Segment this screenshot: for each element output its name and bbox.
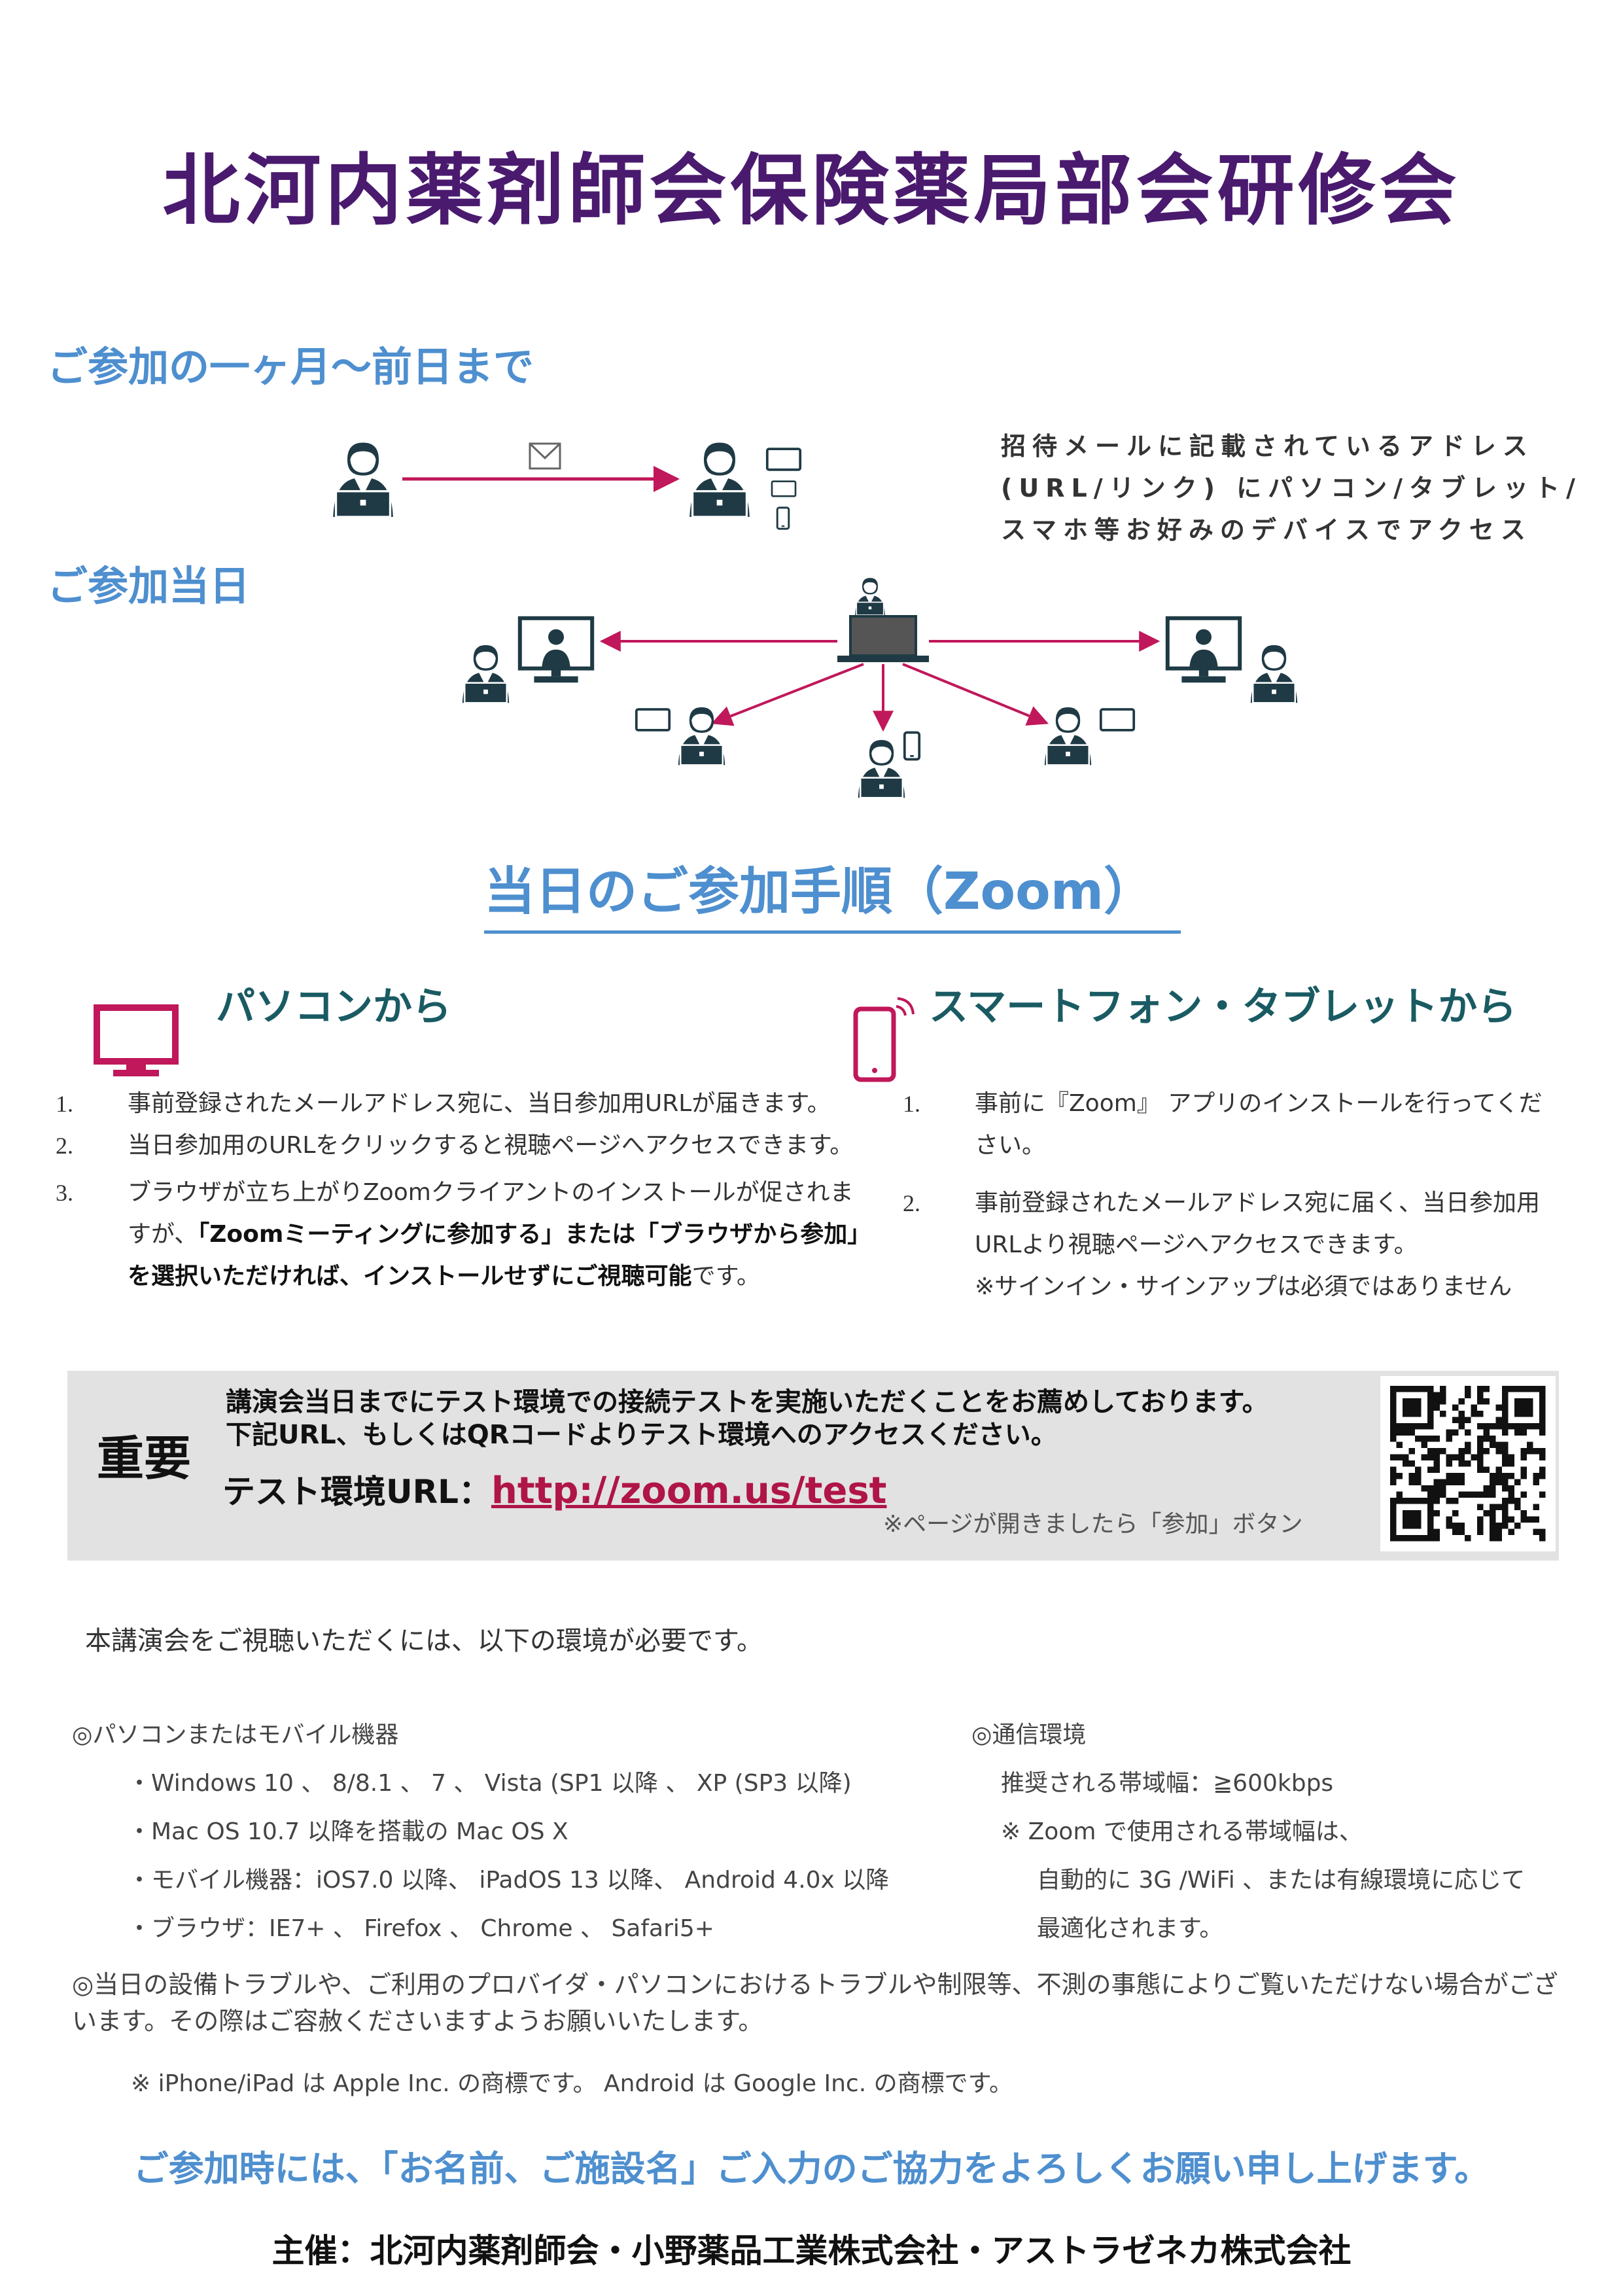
phone-icon bbox=[776, 506, 790, 530]
pc-steps: 1. 事前登録されたメールアドレス宛に、当日参加用URLが届きます。 2. 当日… bbox=[56, 1083, 873, 1298]
request-text: ご参加時には、「お名前、ご施設名」ご入力のご協力をよろしくお願い申し上げます。 bbox=[133, 2148, 1490, 2189]
invite-diagram bbox=[332, 441, 802, 530]
participant-monitor-icon bbox=[520, 618, 592, 682]
network-item: 自動的に 3G /WiFi 、または有線環境に応じて bbox=[1037, 1867, 1526, 1894]
pc-step-2: 2. 当日参加用のURLをクリックすると視聴ページへアクセスできます。 bbox=[56, 1132, 854, 1159]
devices-section: ◎パソコンまたはモバイル機器 ・Windows 10 、 8/8.1 、 7 、… bbox=[72, 1711, 889, 1953]
mail-icon bbox=[529, 442, 561, 470]
mobile-step-2: 2. 事前登録されたメールアドレス宛に届く、当日参加用URLより視聴ページへアク… bbox=[903, 1190, 1541, 1300]
participant-person-icon bbox=[677, 706, 726, 766]
pc-step-1: 1. 事前登録されたメールアドレス宛に、当日参加用URLが届きます。 bbox=[56, 1090, 831, 1117]
test-url-link[interactable]: http://zoom.us/test bbox=[491, 1470, 887, 1512]
device-item: ・Windows 10 、 8/8.1 、 7 、 Vista (SP1 以降 … bbox=[128, 1770, 852, 1797]
network-section: ◎通信環境 推奨される帯域幅：≧600kbps ※ Zoom で使用される帯域幅… bbox=[971, 1711, 1525, 1953]
device-item: ・Mac OS 10.7 以降を搭載の Mac OS X bbox=[128, 1818, 568, 1845]
mobile-heading: スマートフォン・タブレットから bbox=[929, 984, 1517, 1030]
phone-icon bbox=[903, 731, 921, 761]
trademark-text: ※ iPhone/iPad は Apple Inc. の商標です。 Androi… bbox=[131, 2070, 1013, 2097]
devices-heading: ◎パソコンまたはモバイル機器 bbox=[72, 1722, 399, 1748]
host-laptop-icon bbox=[837, 615, 929, 662]
tablet-icon bbox=[765, 448, 802, 471]
tablet-icon bbox=[1099, 708, 1136, 732]
page-title: 北河内薬剤師会保険薬局部会研修会 bbox=[162, 145, 1461, 236]
pc-heading: パソコンから bbox=[216, 984, 451, 1030]
device-item: ・ブラウザ：IE7+ 、 Firefox 、 Chrome 、 Safari5+ bbox=[128, 1915, 714, 1942]
meeting-diagram bbox=[461, 577, 1299, 798]
env-intro: 本講演会をご視聴いただくには、以下の環境が必要です。 bbox=[85, 1626, 763, 1656]
important-box bbox=[67, 1371, 1559, 1561]
participant-monitor-icon bbox=[1168, 618, 1240, 682]
test-url-row: テスト環境URL：http://zoom.us/test bbox=[222, 1470, 887, 1512]
qr-code-image bbox=[1390, 1386, 1546, 1542]
tablet-icon bbox=[635, 708, 671, 732]
qr-code[interactable] bbox=[1380, 1376, 1556, 1551]
smartphone-icon bbox=[853, 997, 915, 1082]
network-item: 推奨される帯域幅：≧600kbps bbox=[1001, 1770, 1334, 1797]
small-tablet-icon bbox=[771, 480, 797, 497]
host-person-icon bbox=[854, 577, 886, 615]
invite-description: 招待メールに記載されているアドレス (URL/リンク) にパソコン/タブレット/… bbox=[1001, 432, 1582, 544]
mobile-step-1: 1. 事前に『Zoom』 アプリのインストールを行ってください。 bbox=[903, 1090, 1543, 1159]
participant-person-icon bbox=[1043, 706, 1092, 766]
important-text: 講演会当日までにテスト環境での接続テストを実施いただくことをお薦めしております。… bbox=[226, 1387, 1268, 1450]
mobile-steps: 1. 事前に『Zoom』 アプリのインストールを行ってください。 2. 事前登録… bbox=[903, 1083, 1563, 1308]
network-heading: ◎通信環境 bbox=[971, 1722, 1087, 1748]
pc-step-3: 3. ブラウザが立ち上がりZoomクライアントのインストールが促されますが、「Z… bbox=[56, 1179, 871, 1290]
network-item: ※ Zoom で使用される帯域幅は、 bbox=[1001, 1818, 1363, 1845]
receiver-person-icon bbox=[688, 441, 751, 517]
sponsor-text: 主催：北河内薬剤師会・小野薬品工業株式会社・アストラゼネカ株式会社 bbox=[271, 2232, 1352, 2270]
important-note: ※ページが開きましたら「参加」ボタン bbox=[883, 1511, 1303, 1538]
sender-person-icon bbox=[332, 441, 394, 517]
network-item: 最適化されます。 bbox=[1037, 1915, 1223, 1942]
procedure-title: 当日のご参加手順（Zoom） bbox=[484, 851, 1181, 934]
device-item: ・モバイル機器：iOS7.0 以降、 iPadOS 13 以降、 Android… bbox=[128, 1867, 890, 1894]
participant-person-icon bbox=[461, 644, 510, 703]
participant-person-icon bbox=[1249, 644, 1299, 703]
pc-monitor-icon bbox=[94, 1004, 179, 1076]
before-heading: ご参加の一ヶ月～前日まで bbox=[47, 343, 534, 391]
notice-text: ◎当日の設備トラブルや、ご利用のプロバイダ・パソコンにおけるトラブルや制限等、不… bbox=[72, 1970, 1558, 2036]
important-label: 重要 bbox=[97, 1431, 192, 1486]
day-heading: ご参加当日 bbox=[47, 562, 251, 610]
participant-person-icon bbox=[857, 739, 906, 798]
